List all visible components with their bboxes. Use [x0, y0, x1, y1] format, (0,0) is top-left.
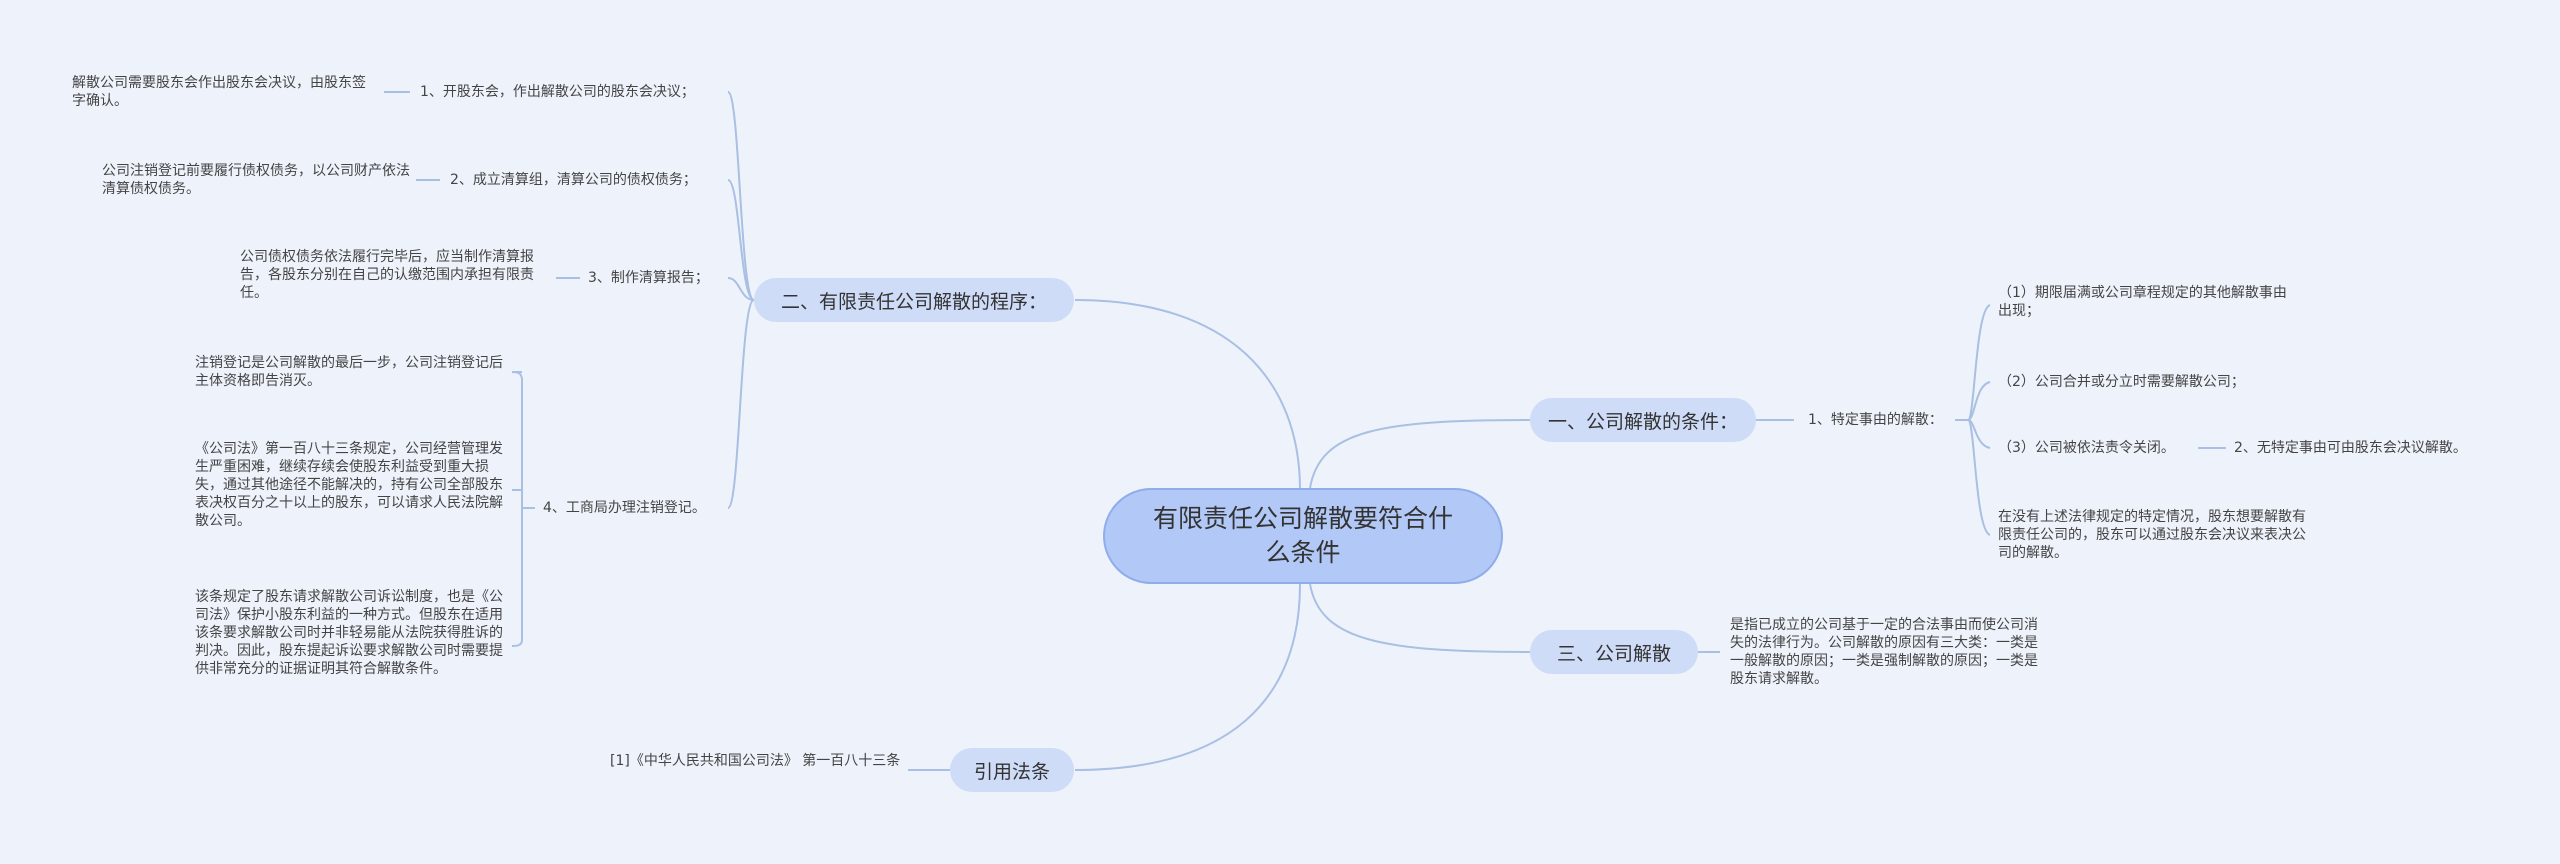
step-4-detail-2: 《公司法》第一百八十三条规定，公司经营管理发生严重困难，继续存续会使股东利益受到… [195, 441, 503, 529]
branch-dissolution-label: 三、公司解散 [1556, 642, 1671, 665]
step-1[interactable]: 1、开股东会，作出解散公司的股东会决议； [420, 84, 695, 100]
dissolution-detail: 是指已成立的公司基于一定的合法事由而使公司消失的法律行为。公司解散的原因有三大类… [1730, 617, 2038, 687]
step-4-detail-3: 该条规定了股东请求解散公司诉讼制度，也是《公司法》保护小股东利益的一种方式。但股… [195, 589, 503, 677]
step-4-detail-1: 注销登记是公司解散的最后一步，公司注销登记后主体资格即告消灭。 [195, 355, 503, 389]
branch-citation-label: 引用法条 [973, 760, 1050, 783]
branch-conditions-label: 一、公司解散的条件： [1547, 410, 1738, 433]
branch-procedure[interactable]: 二、有限责任公司解散的程序： [754, 278, 1074, 322]
step-2[interactable]: 2、成立清算组，清算公司的债权债务； [450, 172, 697, 188]
step-1-detail: 解散公司需要股东会作出股东会决议，由股东签字确认。 [72, 75, 366, 109]
branch-procedure-label: 二、有限责任公司解散的程序： [780, 290, 1047, 313]
condition-item-3: （3）公司被依法责令关闭。 [1998, 440, 2175, 456]
step-4[interactable]: 4、工商局办理注销登记。 [543, 500, 706, 516]
condition-item-1: （1）期限届满或公司章程规定的其他解散事由出现； [1998, 285, 2287, 319]
root-node[interactable]: 有限责任公司解散要符合什么条件 [1103, 488, 1503, 584]
citation-detail: [1]《中华人民共和国公司法》 第一百八十三条 [610, 753, 901, 769]
branch-conditions[interactable]: 一、公司解散的条件： [1530, 398, 1756, 442]
sub-specific-dissolution[interactable]: 1、特定事由的解散： [1808, 412, 1943, 428]
step-3[interactable]: 3、制作清算报告； [588, 270, 709, 286]
branch-dissolution[interactable]: 三、公司解散 [1530, 630, 1698, 674]
condition-item-2: （2）公司合并或分立时需要解散公司； [1998, 374, 2245, 390]
step-3-detail: 公司债权债务依法履行完毕后，应当制作清算报告，各股东分别在自己的认缴范围内承担有… [240, 249, 534, 301]
condition-note: 在没有上述法律规定的特定情况，股东想要解散有限责任公司的，股东可以通过股东会决议… [1998, 509, 2306, 561]
step-2-detail: 公司注销登记前要履行债权债务，以公司财产依法清算债权债务。 [102, 163, 410, 197]
branch-citation[interactable]: 引用法条 [950, 748, 1074, 792]
sub-shareholder-resolution[interactable]: 2、无特定事由可由股东会决议解散。 [2234, 440, 2467, 456]
root-title: 有限责任公司解散要符合什么条件 [1152, 504, 1453, 567]
